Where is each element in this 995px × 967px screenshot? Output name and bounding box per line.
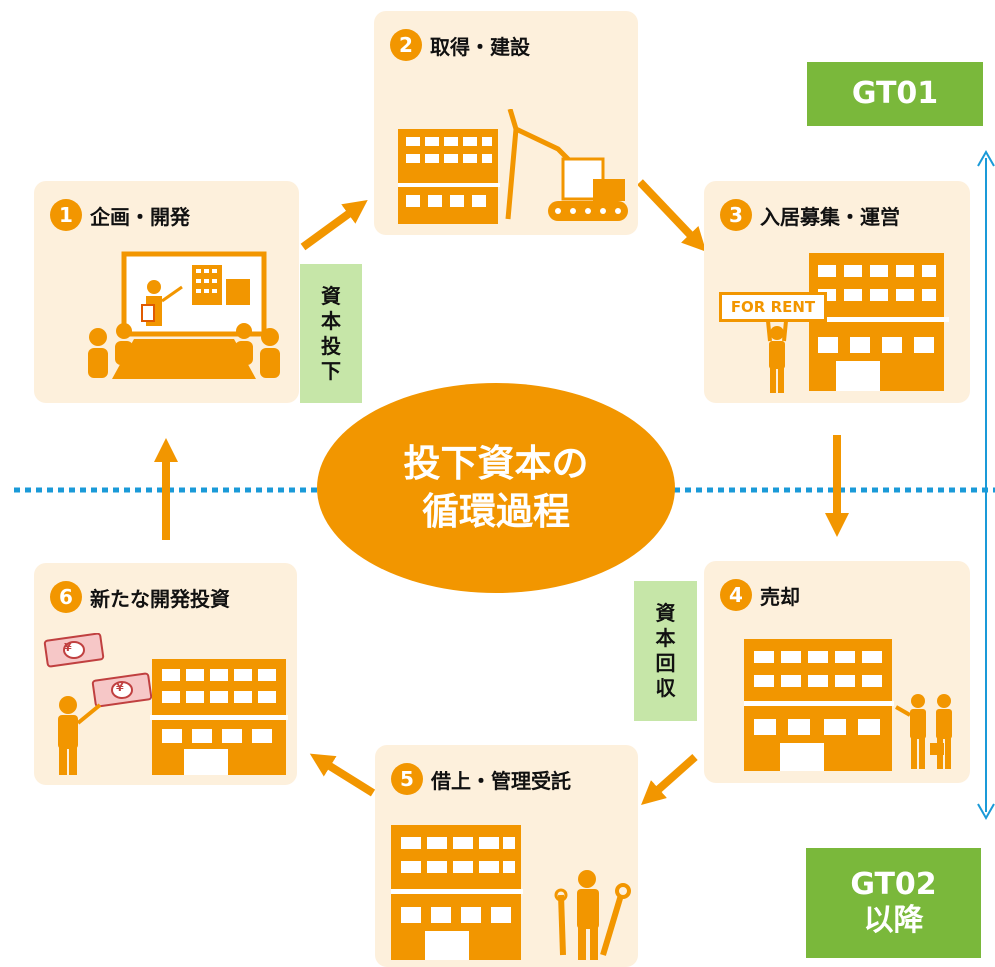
arrow-5-to-6	[309, 753, 376, 797]
person-icon	[766, 321, 788, 393]
capital-investment-label: 資 本 投 下	[300, 264, 362, 403]
step-header: 1 企画・開発	[50, 199, 190, 231]
step-number-badge: 6	[50, 581, 82, 613]
label-char: 本	[655, 626, 676, 650]
step-card-1: 1 企画・開発	[34, 181, 299, 403]
step-header: 6 新たな開発投資	[50, 581, 230, 613]
arrow-4-to-5	[641, 754, 698, 805]
step-card-6: 6 新たな開発投資 ¥ ¥	[34, 563, 297, 785]
center-ellipse: 投下資本の 循環過程	[317, 383, 675, 593]
yen-symbol: ¥	[116, 681, 124, 694]
step-number-badge: 5	[391, 763, 423, 795]
step-card-4: 4 売却	[704, 561, 970, 783]
step-title: 新たな開発投資	[90, 586, 230, 611]
gt01-label: GT01	[807, 62, 983, 126]
arrow-1-to-2	[300, 199, 368, 251]
step-header: 3 入居募集・運営	[720, 199, 900, 231]
label-char: 本	[321, 308, 341, 333]
step-card-5: 5 借上・管理受託	[375, 745, 638, 967]
step-header: 2 取得・建設	[390, 29, 530, 61]
label-char: 下	[321, 358, 341, 383]
step-card-2: 2 取得・建設	[374, 11, 638, 235]
money-icon	[43, 633, 105, 668]
building-for-rent-icon	[804, 253, 949, 391]
label-char: 回	[655, 651, 676, 675]
step-title: 売却	[760, 584, 800, 609]
gt01-text: GT01	[851, 76, 939, 111]
label-char: 資	[655, 601, 676, 625]
label-char: 投	[321, 333, 341, 358]
gt02-label: GT02 以降	[806, 848, 981, 958]
label-char: 収	[655, 676, 676, 700]
capital-recovery-label: 資 本 回 収	[634, 581, 697, 721]
gt01-range-arrow-top	[977, 149, 995, 167]
center-title-line2: 循環過程	[422, 490, 570, 533]
step-header: 5 借上・管理受託	[391, 763, 571, 795]
gt02-text: GT02	[850, 867, 937, 902]
building-construction-icon	[398, 109, 628, 224]
building-sale-icon	[744, 639, 952, 771]
step-title: 入居募集・運営	[760, 204, 900, 229]
for-rent-sign: FOR RENT	[719, 292, 827, 322]
step-card-3: 3 入居募集・運営 FOR RENT	[704, 181, 970, 403]
yen-symbol: ¥	[64, 641, 72, 654]
step-number-badge: 2	[390, 29, 422, 61]
step-number-badge: 3	[720, 199, 752, 231]
money-icon	[91, 672, 153, 708]
arrow-2-to-3	[637, 179, 707, 252]
step-number-badge: 1	[50, 199, 82, 231]
step-number-badge: 4	[720, 579, 752, 611]
step-title: 借上・管理受託	[431, 768, 571, 793]
meeting-icon	[88, 251, 280, 379]
step-title: 企画・開発	[90, 204, 190, 229]
center-title-line1: 投下資本の	[403, 441, 589, 485]
step-title: 取得・建設	[430, 34, 530, 59]
building-maintenance-icon	[391, 825, 631, 960]
step-header: 4 売却	[720, 579, 800, 611]
gt02-subtext: 以降	[863, 903, 924, 938]
label-char: 資	[321, 283, 341, 308]
gt01-range-arrow-bottom	[977, 803, 995, 821]
investment-icon	[43, 633, 288, 775]
